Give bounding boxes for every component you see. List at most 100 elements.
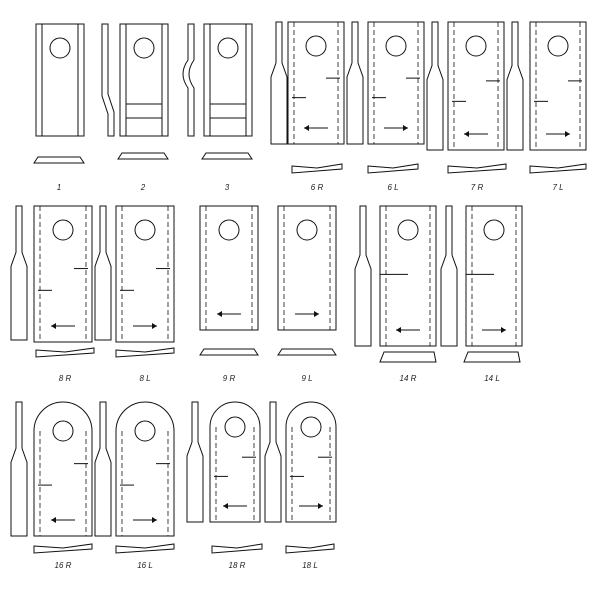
blade-6r: 6 R <box>270 21 345 192</box>
blade-profile <box>506 21 524 151</box>
arrow-head <box>304 125 309 131</box>
blade-14l: 14 L <box>440 205 523 383</box>
blade-cross-section <box>115 543 175 554</box>
blade-6l: 6 L <box>346 21 425 192</box>
mounting-hole <box>52 219 74 241</box>
blade-profile <box>186 401 204 523</box>
blade-cross-section <box>291 163 343 174</box>
blade-18r: 18 R <box>186 401 263 570</box>
blade-profile <box>346 21 364 145</box>
blade-outline <box>119 23 169 137</box>
blade-outline <box>447 21 505 151</box>
blade-profile <box>182 23 195 137</box>
blade-profile <box>10 205 28 341</box>
blade-profile <box>354 205 372 347</box>
mounting-hole <box>134 420 156 442</box>
blade-7l: 7 L <box>506 21 587 192</box>
blade-label: 9 L <box>301 374 312 383</box>
arrow-head <box>501 327 506 333</box>
blade-outline <box>529 21 587 151</box>
blade-outline <box>367 21 425 145</box>
blade-7r: 7 R <box>426 21 507 192</box>
blade-label: 9 R <box>223 374 236 383</box>
blade-outline <box>465 205 523 347</box>
blade-outline <box>287 21 345 145</box>
arrow-head <box>51 323 56 329</box>
blade-outline <box>115 401 175 537</box>
blade-label: 2 <box>140 183 146 192</box>
mounting-hole <box>134 219 156 241</box>
mounting-hole <box>305 35 327 57</box>
blade-cross-section <box>117 152 169 160</box>
blade-cross-section <box>201 152 253 160</box>
blade-cross-section <box>33 543 93 554</box>
mounting-hole <box>465 35 487 57</box>
blade-label: 16 L <box>137 561 153 570</box>
blade-profile <box>440 205 458 347</box>
blade-8r: 8 R <box>10 205 95 383</box>
blade-label: 6 R <box>311 183 324 192</box>
blade-9l: 9 L <box>277 205 337 383</box>
blade-outline <box>199 205 259 331</box>
blade-label: 6 L <box>387 183 398 192</box>
arrow-head <box>396 327 401 333</box>
blade-cross-section <box>285 543 335 554</box>
blade-cross-section <box>211 543 263 554</box>
mounting-hole <box>218 219 240 241</box>
blade-cross-section <box>367 163 419 174</box>
blade-outline <box>33 205 93 343</box>
blade-cross-section <box>447 163 507 174</box>
arrow-head <box>152 517 157 523</box>
arrow-head <box>152 323 157 329</box>
arrow-head <box>318 503 323 509</box>
blade-16l: 16 L <box>94 401 175 570</box>
blade-outline <box>33 401 93 537</box>
blade-profile <box>94 205 112 341</box>
blade-cross-section <box>35 347 95 358</box>
blade-profile <box>426 21 444 151</box>
arrow-head <box>464 131 469 137</box>
blade-label: 8 R <box>59 374 72 383</box>
blade-18l: 18 L <box>264 401 337 570</box>
mounting-hole <box>52 420 74 442</box>
mounting-hole <box>300 416 322 438</box>
mounting-hole <box>217 37 239 59</box>
mounting-hole <box>49 37 71 59</box>
blade-outline <box>209 401 261 523</box>
arrow-head <box>217 311 222 317</box>
blade-label: 3 <box>225 183 230 192</box>
blade-label: 7 R <box>471 183 484 192</box>
blade-2: 2 <box>101 23 169 192</box>
arrow-head <box>314 311 319 317</box>
blade-label: 14 L <box>484 374 500 383</box>
blade-16r: 16 R <box>10 401 93 570</box>
mounting-hole <box>397 219 419 241</box>
mounting-hole <box>547 35 569 57</box>
blade-outline <box>285 401 337 523</box>
blade-profile <box>270 21 288 145</box>
arrow-head <box>403 125 408 131</box>
blade-cross-section <box>529 163 587 174</box>
blade-profile <box>94 401 112 537</box>
arrow-head <box>51 517 56 523</box>
blade-9r: 9 R <box>199 205 259 383</box>
blade-3: 3 <box>182 23 253 192</box>
blade-8l: 8 L <box>94 205 175 383</box>
blade-label: 18 L <box>302 561 318 570</box>
blade-label: 16 R <box>55 561 72 570</box>
blade-cross-section <box>379 351 437 363</box>
blade-outline <box>35 23 85 137</box>
mounting-hole <box>224 416 246 438</box>
blade-profile <box>264 401 282 523</box>
blade-1: 1 <box>33 23 85 192</box>
mounting-hole <box>133 37 155 59</box>
blade-label: 7 L <box>552 183 563 192</box>
mounting-hole <box>483 219 505 241</box>
blade-outline <box>379 205 437 347</box>
blade-profile <box>10 401 28 537</box>
arrow-head <box>565 131 570 137</box>
blade-cross-section <box>199 348 259 356</box>
blade-outline <box>277 205 337 331</box>
